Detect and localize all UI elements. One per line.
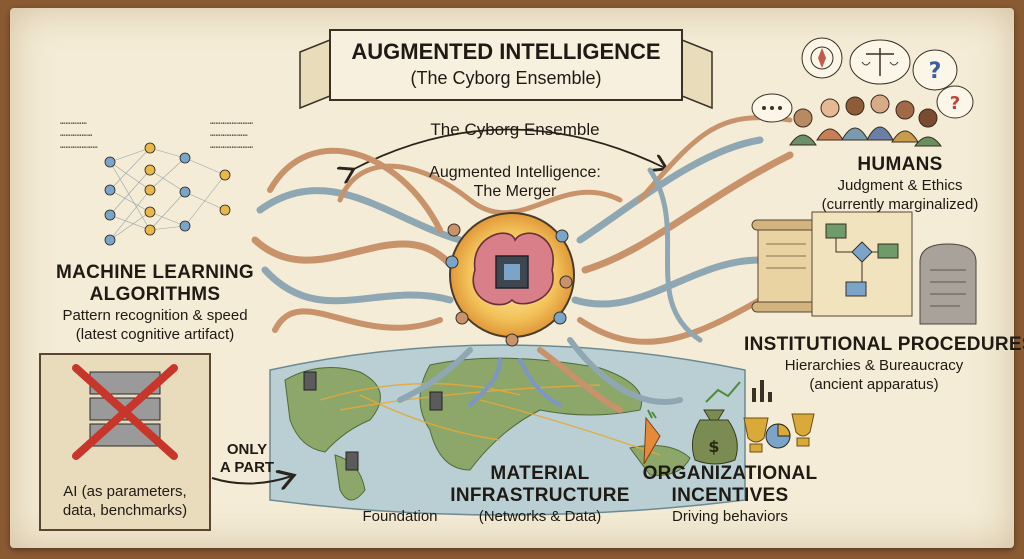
flowchart-icon: [811, 211, 913, 317]
institutional-line1: Hierarchies & Bureaucracy: [784, 357, 964, 374]
title-banner: [299, 29, 713, 110]
material-label: MATERIAL INFRASTRUCTURE (Networks & Data…: [450, 463, 630, 526]
ml-label: MACHINE LEARNING ALGORITHMS Pattern reco…: [35, 262, 275, 344]
foundation-label: Foundation: [362, 508, 438, 525]
code-snippet-left: ⋯⋯⋯⋯⋯ ⋯⋯⋯⋯⋯⋯ ⋯⋯⋯⋯⋯⋯⋯: [60, 119, 98, 153]
svg-text:?: ?: [950, 93, 960, 114]
ensemble-arc-label: The Cyborg Ensemble: [430, 120, 600, 139]
institutional-line2: (ancient apparatus): [809, 376, 939, 393]
cable-strands: [251, 115, 794, 413]
page-title: AUGMENTED INTELLIGENCE (The Cyborg Ensem…: [330, 38, 682, 90]
ai-box-label: AI (as parameters, data, benchmarks): [40, 482, 210, 520]
ml-heading-line2: ALGORITHMS: [89, 284, 221, 305]
title-line2: (The Cyborg Ensemble): [410, 68, 602, 88]
humans-line2: (currently marginalized): [821, 196, 979, 213]
merger-label: Augmented Intelligence: The Merger: [405, 163, 625, 201]
institutional-heading: INSTITUTIONAL PROCEDURES: [744, 334, 1024, 355]
only-part-label: ONLY A PART: [212, 441, 282, 477]
humans-line1: Judgment & Ethics: [837, 177, 963, 194]
material-line1: (Networks & Data): [478, 508, 602, 525]
svg-text:$: $: [708, 437, 719, 456]
svg-text:?: ?: [929, 59, 942, 84]
incentives-label: ORGANIZATIONAL INCENTIVES Driving behavi…: [630, 463, 830, 526]
incentives-heading-line1: ORGANIZATIONAL: [642, 463, 818, 484]
humans-group-icon: [789, 94, 942, 147]
server-crossed-icon: [72, 364, 178, 460]
institutional-label: INSTITUTIONAL PROCEDURES Hierarchies & B…: [744, 334, 1024, 394]
neural-network-icon: [104, 142, 231, 246]
material-heading-line1: MATERIAL: [490, 463, 590, 484]
humans-heading: HUMANS: [857, 154, 943, 175]
bar-chart-icon: [705, 380, 772, 403]
ai-box-line1: AI (as parameters,: [63, 483, 187, 500]
stone-tablet-icon: [919, 243, 977, 325]
robot-brain-chip-icon: [445, 212, 575, 347]
compass-icon: [801, 37, 843, 79]
ai-box-line2: data, benchmarks): [62, 502, 188, 519]
ml-line1: Pattern recognition & speed: [62, 307, 248, 324]
trophy-icon: [743, 413, 815, 453]
ml-line2: (latest cognitive artifact): [75, 326, 235, 343]
only-part-line2: A PART: [219, 459, 275, 476]
question-bubble-icon: ? ?: [751, 49, 974, 123]
ml-heading-line1: MACHINE LEARNING: [56, 262, 254, 283]
ensemble-arc: [352, 128, 665, 170]
money-bag-icon: $: [691, 409, 738, 465]
merger-line2: The Merger: [473, 183, 557, 200]
incentives-heading-line2: INCENTIVES: [671, 485, 789, 506]
incentives-line1: Driving behaviors: [672, 508, 788, 525]
humans-label: HUMANS Judgment & Ethics (currently marg…: [800, 154, 1000, 214]
scales-icon: [849, 39, 911, 85]
merger-line1: Augmented Intelligence:: [429, 164, 601, 181]
only-part-line1: ONLY: [226, 441, 268, 458]
only-part-arrow: [211, 476, 292, 484]
material-heading-line2: INFRASTRUCTURE: [450, 485, 630, 506]
title-line1: AUGMENTED INTELLIGENCE: [351, 39, 661, 64]
code-snippet-right: ⋯⋯⋯⋯⋯⋯⋯⋯ ⋯⋯⋯⋯⋯⋯⋯ ⋯⋯⋯⋯⋯⋯⋯⋯: [210, 119, 254, 153]
scroll-icon: [751, 219, 821, 313]
pie-chart-icon: [765, 423, 791, 449]
carrot-icon: [643, 409, 661, 465]
